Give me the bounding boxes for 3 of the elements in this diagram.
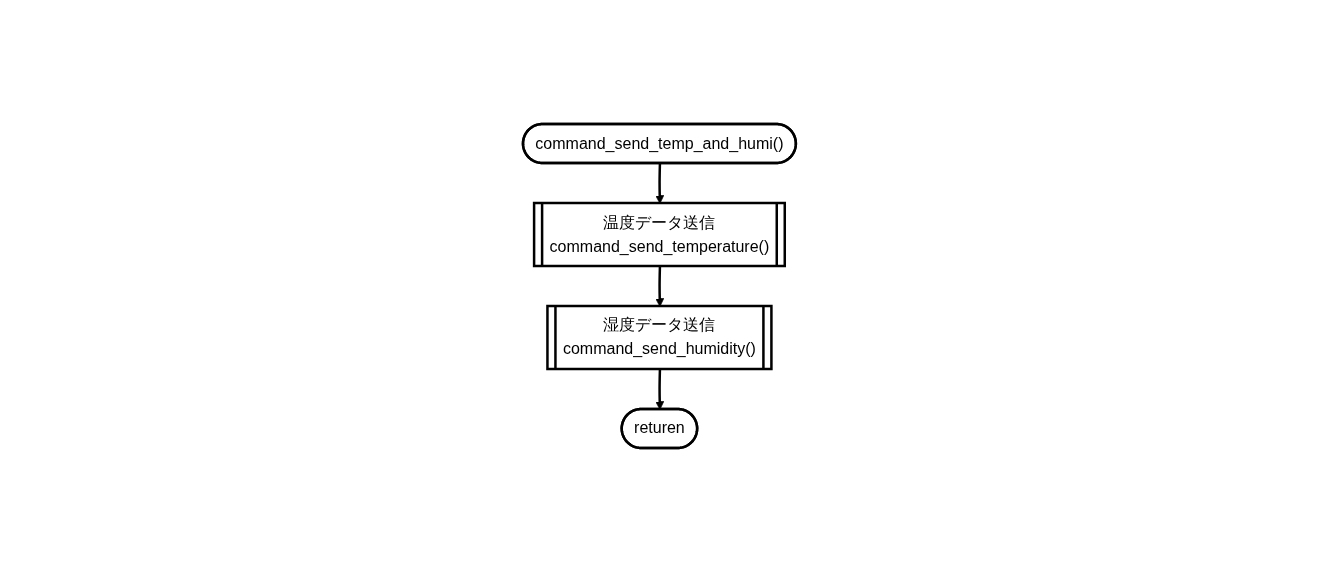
- arrow: [654, 163, 664, 204]
- arrow: [654, 369, 664, 410]
- arrow: [654, 266, 664, 307]
